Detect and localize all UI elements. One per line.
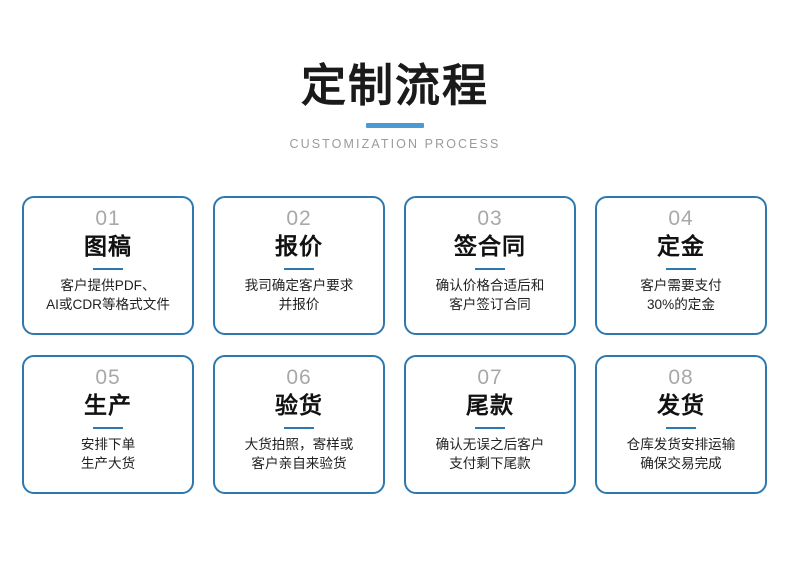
step-description-line-1: 我司确定客户要求 (244, 277, 354, 293)
page-subtitle: CUSTOMIZATION PROCESS (289, 137, 501, 152)
step-description-line-2: 客户亲自来验货 (251, 456, 347, 472)
step-number: 03 (477, 207, 503, 230)
step-description-line-2: 客户签订合同 (449, 297, 531, 313)
process-step-card-01: 01 图稿 客户提供PDF、 AI或CDR等格式文件 (22, 196, 194, 335)
step-title: 尾款 (466, 392, 514, 419)
step-number: 07 (477, 366, 503, 389)
step-description-line-1: 仓库发货安排运输 (626, 436, 736, 452)
step-divider (93, 426, 123, 429)
step-divider (284, 267, 314, 270)
process-step-card-03: 03 签合同 确认价格合适后和 客户签订合同 (404, 196, 576, 335)
page-title: 定制流程 (300, 60, 489, 111)
step-description-line-2: 确保交易完成 (640, 456, 722, 472)
step-divider (93, 267, 123, 270)
step-title: 签合同 (454, 233, 526, 260)
step-divider (475, 267, 505, 270)
process-step-card-02: 02 报价 我司确定客户要求 并报价 (213, 196, 385, 335)
step-divider (475, 426, 505, 429)
step-description: 大货拍照，寄样或 客户亲自来验货 (239, 435, 360, 474)
process-step-card-08: 08 发货 仓库发货安排运输 确保交易完成 (595, 355, 767, 494)
step-description: 我司确定客户要求 并报价 (239, 276, 360, 315)
step-number: 06 (286, 366, 312, 389)
step-description: 确认无误之后客户 支付剩下尾款 (430, 435, 551, 474)
step-title: 生产 (84, 392, 132, 419)
process-step-card-07: 07 尾款 确认无误之后客户 支付剩下尾款 (404, 355, 576, 494)
page-header: 定制流程 CUSTOMIZATION PROCESS (0, 0, 790, 152)
step-description-line-2: 30%的定金 (647, 297, 715, 313)
process-step-card-06: 06 验货 大货拍照，寄样或 客户亲自来验货 (213, 355, 385, 494)
step-description: 客户提供PDF、 AI或CDR等格式文件 (40, 276, 176, 315)
step-description-line-2: 并报价 (278, 297, 320, 313)
step-description-line-1: 确认价格合适后和 (435, 277, 545, 293)
step-description-line-1: 客户提供PDF、 (60, 277, 156, 293)
step-number: 08 (668, 366, 694, 389)
title-underline-accent (366, 123, 424, 129)
step-description-line-2: 支付剩下尾款 (449, 456, 531, 472)
step-description: 确认价格合适后和 客户签订合同 (430, 276, 551, 315)
step-number: 02 (286, 207, 312, 230)
step-description: 安排下单 生产大货 (75, 435, 141, 474)
step-divider (284, 426, 314, 429)
step-description-line-1: 确认无误之后客户 (435, 436, 545, 452)
step-title: 报价 (275, 233, 323, 260)
step-description: 客户需要支付 30%的定金 (634, 276, 728, 315)
step-title: 定金 (657, 233, 705, 260)
step-number: 05 (95, 366, 121, 389)
process-step-card-05: 05 生产 安排下单 生产大货 (22, 355, 194, 494)
step-description-line-1: 客户需要支付 (640, 277, 722, 293)
process-step-card-04: 04 定金 客户需要支付 30%的定金 (595, 196, 767, 335)
step-number: 01 (95, 207, 121, 230)
step-description-line-1: 大货拍照，寄样或 (244, 436, 354, 452)
step-divider (666, 426, 696, 429)
step-title: 验货 (275, 392, 323, 419)
process-step-grid: 01 图稿 客户提供PDF、 AI或CDR等格式文件 02 报价 我司确定客户要… (22, 196, 768, 494)
step-description: 仓库发货安排运输 确保交易完成 (621, 435, 742, 474)
step-description-line-2: 生产大货 (80, 456, 136, 472)
step-number: 04 (668, 207, 694, 230)
step-title: 发货 (657, 392, 705, 419)
step-description-line-1: 安排下单 (80, 436, 136, 452)
step-divider (666, 267, 696, 270)
step-description-line-2: AI或CDR等格式文件 (46, 297, 170, 313)
step-title: 图稿 (84, 233, 132, 260)
